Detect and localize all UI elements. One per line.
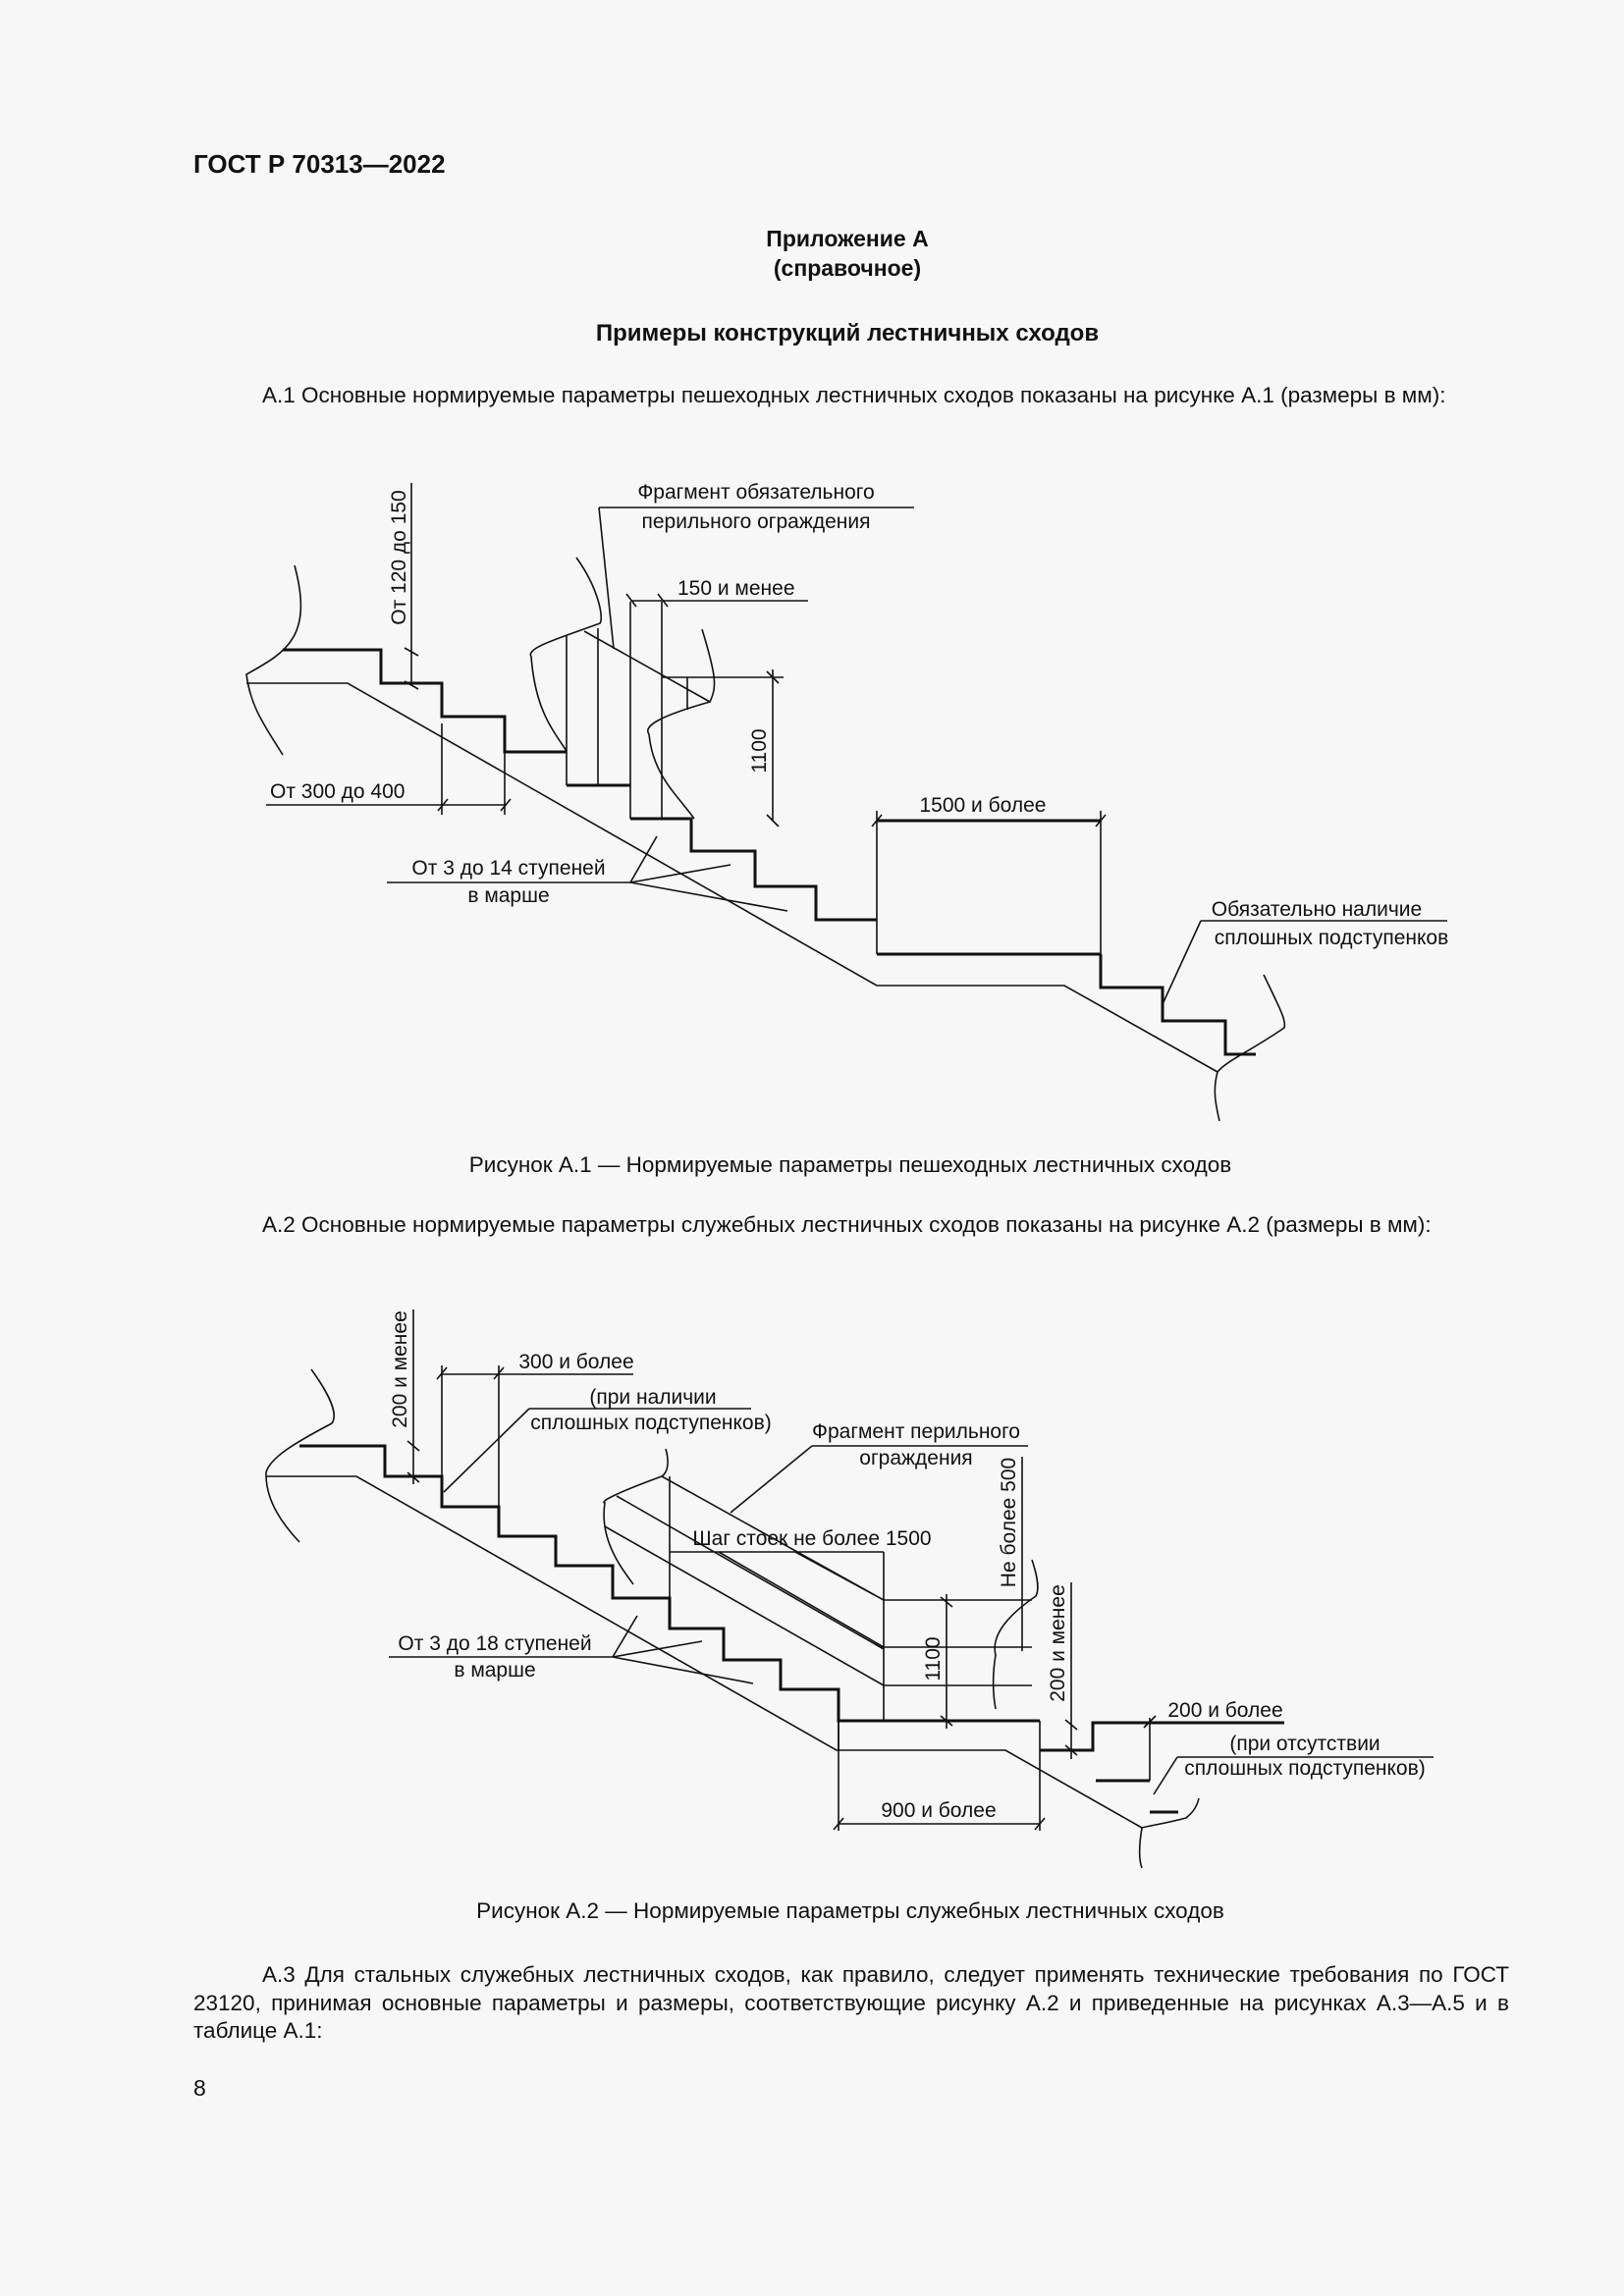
appendix-heading: Примеры конструкций лестничных сходов bbox=[595, 320, 1100, 347]
railing bbox=[604, 1475, 1032, 1721]
landing bbox=[877, 819, 1256, 1056]
riser-label: От 120 до 150 bbox=[388, 490, 410, 624]
gap-label: 150 и менее bbox=[677, 577, 795, 600]
height-label: 1100 bbox=[748, 728, 771, 773]
appendix-title: Приложение А bbox=[766, 226, 929, 251]
railing-label-1: Фрагмент перильного bbox=[812, 1420, 1020, 1443]
railing-label-2: ограждения bbox=[859, 1447, 972, 1469]
steps-label-1: От 3 до 18 ступеней bbox=[398, 1632, 591, 1655]
tread-note-1: (при наличии bbox=[589, 1386, 716, 1409]
landing-label: 900 и более bbox=[881, 1799, 996, 1822]
tread-label: 300 и более bbox=[518, 1351, 633, 1373]
tread-right-note-1: (при отсутствии bbox=[1229, 1733, 1380, 1755]
paragraph-a2: А.2 Основные нормируемые параметры служе… bbox=[262, 1212, 1432, 1237]
paragraph-a3: А.3 Для стальных служебных лестничных сх… bbox=[193, 1962, 1509, 2043]
page-number: 8 bbox=[193, 2075, 206, 2101]
break-lines bbox=[245, 557, 1286, 1122]
appendix-subtitle: (справочное) bbox=[773, 255, 922, 281]
upper-stairs bbox=[283, 648, 567, 754]
steps-label-2: в марше bbox=[467, 884, 549, 907]
height-label: 1100 bbox=[922, 1636, 945, 1681]
railing-label-2: перильного ограждения bbox=[641, 510, 870, 533]
leader-lines bbox=[389, 1408, 1434, 1795]
stringer-line bbox=[246, 682, 1218, 1073]
risers-label-2: сплошных подступенков bbox=[1215, 927, 1449, 949]
dimension-lines bbox=[406, 1309, 1157, 1831]
tread-right-note-2: сплошных подступенков) bbox=[1184, 1757, 1426, 1780]
steps-label-2: в марше bbox=[454, 1659, 535, 1682]
landing-label: 1500 и более bbox=[920, 794, 1047, 817]
post-step-label: Шаг стоек не более 1500 bbox=[692, 1527, 931, 1550]
gap-label: Не более 500 bbox=[998, 1458, 1020, 1587]
break-lines bbox=[265, 1368, 1200, 1869]
paragraph-a1: А.1 Основные нормируемые параметры пешех… bbox=[262, 383, 1446, 407]
figure2-caption: Рисунок А.2 — Нормируемые параметры служ… bbox=[476, 1898, 1224, 1923]
figure1-caption: Рисунок А.1 — Нормируемые параметры пеше… bbox=[468, 1152, 1232, 1177]
riser-label: 200 и менее bbox=[389, 1310, 411, 1428]
tread-label: От 300 до 400 bbox=[270, 780, 405, 803]
risers-label-1: Обязательно наличие bbox=[1212, 898, 1422, 921]
riser-right-label: 200 и менее bbox=[1047, 1584, 1069, 1702]
figure2-drawing: 200 и менее 300 и более (при наличии спл… bbox=[265, 1309, 1434, 1869]
tread-note-2: сплошных подступенков) bbox=[530, 1412, 772, 1434]
leader-lines bbox=[387, 507, 1447, 1005]
figure1-drawing: От 120 до 150 Фрагмент обязательного пер… bbox=[245, 481, 1449, 1122]
railing-posts bbox=[566, 602, 711, 819]
dimension-lines bbox=[266, 483, 1107, 828]
railing-label-1: Фрагмент обязательного bbox=[637, 481, 874, 504]
document-number: ГОСТ Р 70313—2022 bbox=[193, 149, 446, 179]
tread-right-label: 200 и более bbox=[1167, 1699, 1282, 1722]
steps-label-1: От 3 до 14 ступеней bbox=[411, 857, 605, 880]
